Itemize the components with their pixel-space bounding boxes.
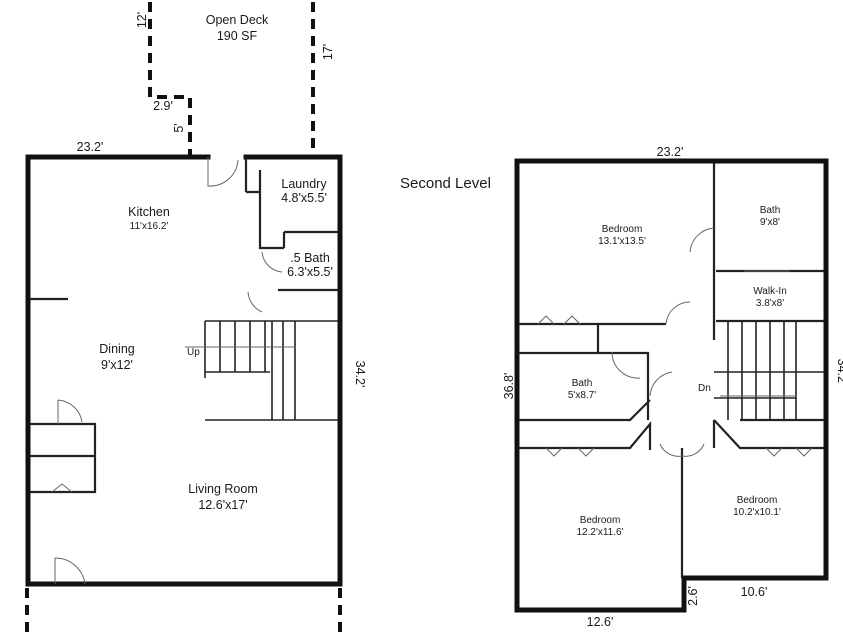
closet-marks-right [765,447,813,457]
front-door-swing [54,557,86,585]
first-level-exterior-wall [25,154,343,587]
bath-mid-label: Bath [572,378,593,389]
bedroom-left-label: Bedroom [580,515,621,526]
laundry-wall [244,157,284,250]
right-bedroom-walls [712,418,824,450]
lower-bedroom-walls [519,420,684,578]
dim-second-right-height: 34.2' [835,359,843,386]
first-level-stairs [185,320,338,421]
half-bath-size: 6.3'x5.5' [287,265,333,279]
dim-deck-step-height: 5' [172,123,186,132]
bedroom-top-size: 13.1'x13.5' [598,236,646,247]
closet-marks-left [545,447,595,457]
dim-second-bottom-width: 12.6' [587,615,614,629]
dim-first-top-width: 23.2' [77,140,104,154]
half-bath-label: .5 Bath [290,251,330,265]
dim-first-right-height: 34.2' [353,361,367,388]
dining-size: 9'x12' [101,358,133,372]
first-level-plan: Open Deck 190 SF Kitchen 11'x16.2' Laund… [25,2,367,632]
top-bath-door-swing [689,227,715,253]
walk-in-label: Walk-In [753,286,787,297]
back-door-swing [207,157,239,187]
stair-down-label: Dn [698,383,711,394]
mid-bath-walls [519,324,651,422]
second-level-stairs [714,321,824,420]
hall-door-swing [665,301,691,325]
second-level-plan: Second Level Bedroom 13.1'x13.5' Bath 9'… [400,145,843,629]
dim-second-bottom-step-height: 2.6' [686,586,700,606]
dim-second-bottom-step-width: 10.6' [741,585,768,599]
mid-bath-door-swing [611,351,641,379]
open-deck-label: Open Deck [206,13,269,27]
walk-in-size: 3.8'x8' [756,298,784,309]
bedroom-right-size: 10.2'x10.1' [733,507,781,518]
dim-second-left-height: 36.8' [502,373,516,400]
laundry-label: Laundry [281,177,327,191]
closet-door-swing-lower [51,483,73,493]
stair-up-label: Up [187,347,200,358]
laundry-size: 4.8'x5.5' [281,191,327,205]
hall-door-pair [659,443,705,457]
living-room-label: Living Room [188,482,257,496]
living-room-size: 12.6'x17' [198,498,247,512]
half-bath-wall [282,230,338,248]
dining-label: Dining [99,342,134,356]
kitchen-size: 11'x16.2' [130,221,169,232]
closet-walls [30,422,97,494]
dim-deck-right: 17' [321,44,335,60]
bath-top-size: 9'x8' [760,217,780,228]
bedroom-left-size: 12.2'x11.6' [576,527,623,538]
dim-second-top-width: 23.2' [657,145,684,159]
bedroom-right-label: Bedroom [737,495,778,506]
bath-top-label: Bath [760,205,781,216]
open-deck-size: 190 SF [217,29,258,43]
second-level-title: Second Level [400,175,491,192]
bedroom-top-label: Bedroom [602,224,643,235]
bath-door-swing [261,251,283,273]
dim-deck-left: 12' [135,12,149,28]
kitchen-label: Kitchen [128,205,170,219]
closet-marks-top [537,315,581,325]
stair-door-swing [247,291,263,313]
closet-door-swing [57,399,83,424]
second-level-exterior-wall [514,158,829,613]
dim-deck-step-width: 2.9' [153,99,173,113]
stair-door-swing-2 [649,371,673,397]
bath-mid-size: 5'x8.7' [568,390,596,401]
